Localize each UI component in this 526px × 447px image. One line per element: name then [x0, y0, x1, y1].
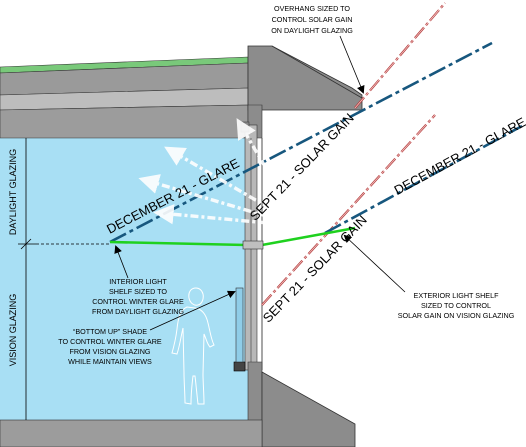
exterior-light-shelf	[261, 226, 356, 247]
sept-rays	[261, 2, 446, 306]
vision-glazing-label: VISION GLAZING	[8, 294, 18, 367]
dec-right-label: DECEMBER 21 - GLARE	[392, 114, 526, 198]
interior-light-shelf	[109, 240, 247, 247]
reflected-rays	[138, 93, 422, 230]
parapet-overhang	[247, 45, 363, 111]
exterior-sill	[261, 371, 356, 447]
interior-space	[0, 138, 248, 420]
daylight-glazing-label: DAYLIGHT GLAZING	[8, 149, 18, 235]
overhang-edge	[271, 45, 363, 99]
floor-slab	[0, 419, 263, 447]
shade-roller-box	[233, 361, 246, 372]
person-figure	[171, 287, 215, 405]
sept-lower-label: SEPT 21 - SOLAR GAIN	[260, 212, 370, 325]
shelf-bracket	[242, 240, 264, 250]
bottom-up-shade	[235, 287, 244, 363]
ceiling-plenum	[0, 104, 249, 139]
glazing-dimensions	[18, 138, 110, 420]
